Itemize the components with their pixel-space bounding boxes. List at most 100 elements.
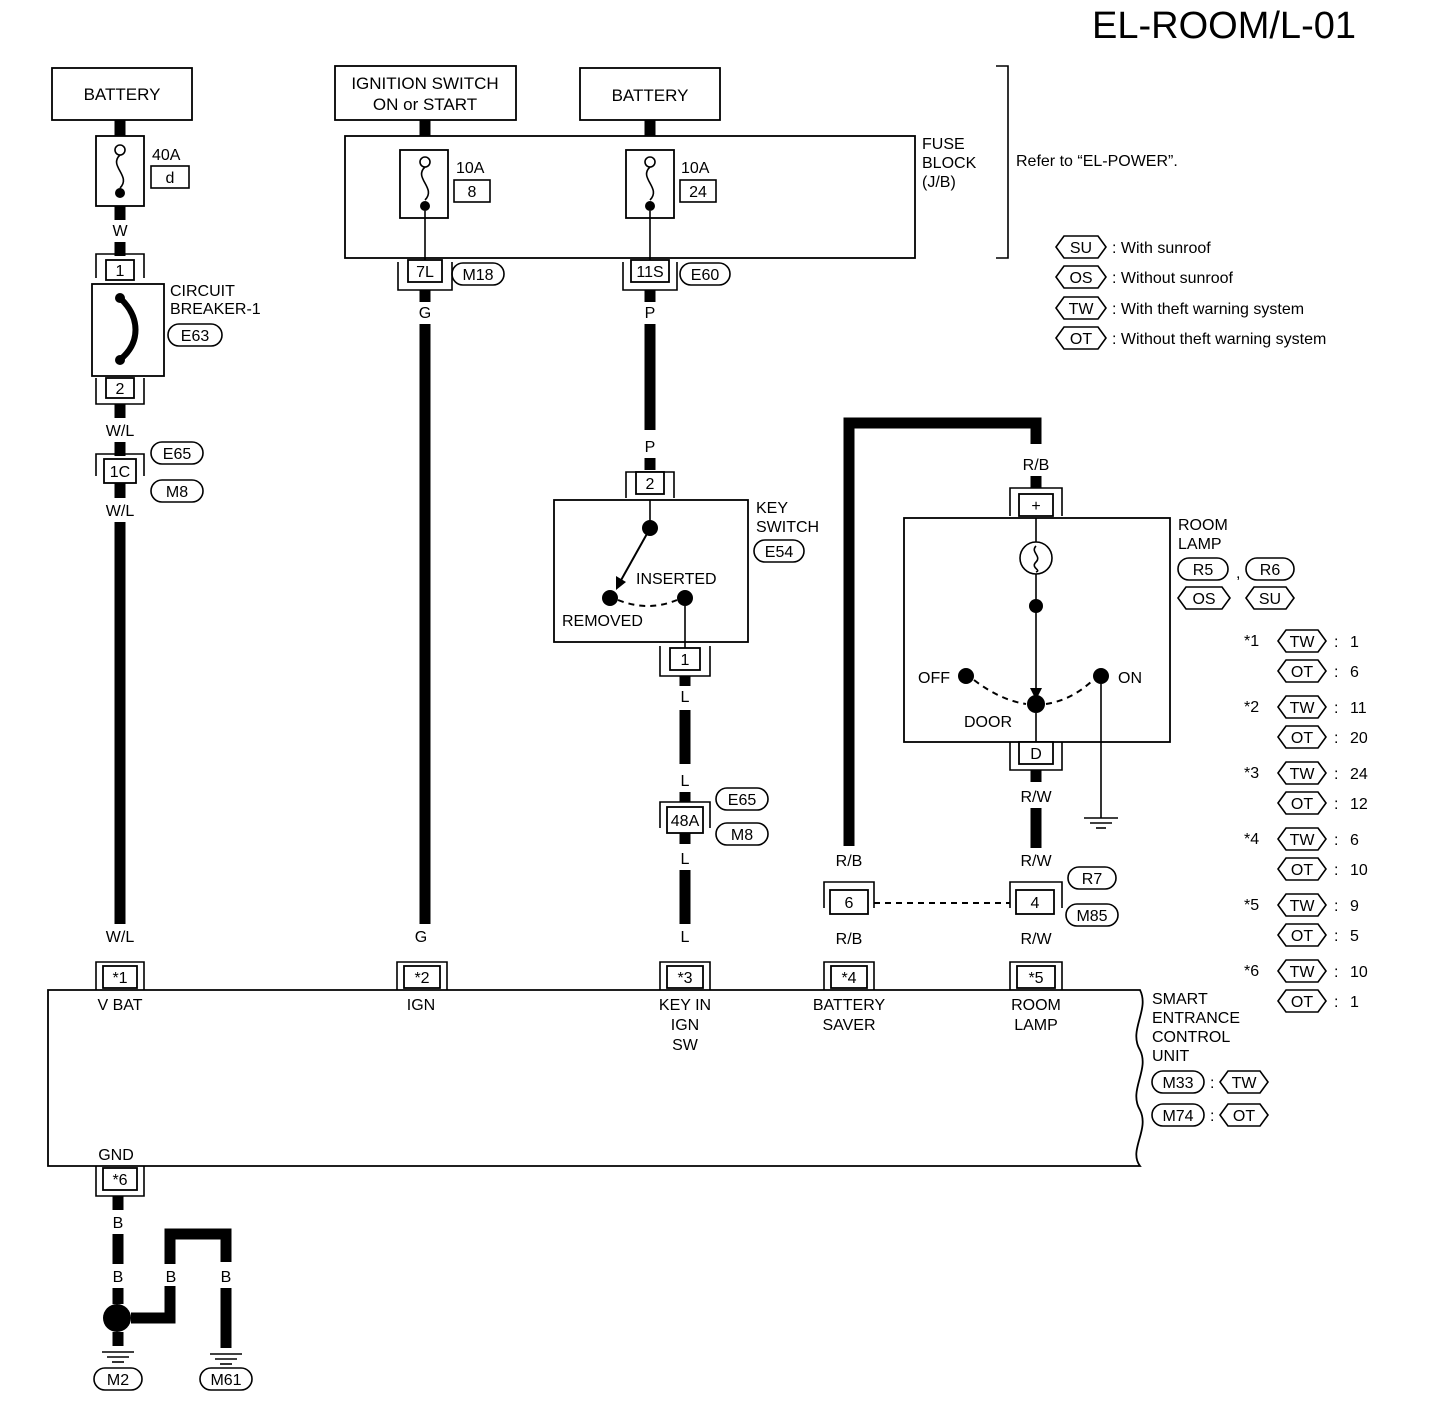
svg-text:TW: TW bbox=[1290, 898, 1316, 915]
svg-text:4: 4 bbox=[1031, 895, 1040, 912]
svg-text:OT: OT bbox=[1291, 862, 1313, 879]
svg-text:INSERTED: INSERTED bbox=[636, 571, 717, 588]
pin-table: *1 TW : 1 OT : 6 *2 TW : 11 OT : 20 *3 T… bbox=[1244, 629, 1368, 1013]
svg-text:LAMP: LAMP bbox=[1178, 536, 1222, 553]
svg-text:TW: TW bbox=[1232, 1075, 1258, 1092]
svg-text:BLOCK: BLOCK bbox=[922, 155, 977, 172]
svg-text:OT: OT bbox=[1291, 994, 1313, 1011]
svg-text:M33: M33 bbox=[1162, 1075, 1193, 1092]
wire-label-l-4: L bbox=[681, 929, 690, 946]
wire-label-rw-3: R/W bbox=[1020, 931, 1052, 948]
svg-text::: : bbox=[1334, 994, 1338, 1011]
svg-text:*1: *1 bbox=[1244, 633, 1259, 650]
svg-text:OT: OT bbox=[1070, 331, 1092, 348]
svg-text:CONTROL: CONTROL bbox=[1152, 1029, 1230, 1046]
svg-text:OT: OT bbox=[1291, 664, 1313, 681]
legend-ot: OT : Without theft warning system bbox=[1055, 326, 1326, 350]
svg-text:*3: *3 bbox=[677, 970, 692, 987]
svg-text:M8: M8 bbox=[166, 484, 188, 501]
svg-text:E65: E65 bbox=[728, 792, 757, 809]
svg-text:ON or START: ON or START bbox=[373, 95, 477, 114]
wire-label-wl-2: W/L bbox=[106, 503, 135, 520]
fuse-block: 10A 8 10A 24 FUSE BLOCK (J/B) bbox=[344, 135, 977, 262]
svg-text:+: + bbox=[1031, 498, 1040, 515]
svg-text:IGNITION SWITCH: IGNITION SWITCH bbox=[351, 74, 498, 93]
svg-text:TW: TW bbox=[1290, 964, 1316, 981]
svg-text:M8: M8 bbox=[731, 827, 753, 844]
svg-text:6: 6 bbox=[1350, 664, 1359, 681]
svg-text:12: 12 bbox=[1350, 796, 1368, 813]
svg-text:24: 24 bbox=[689, 184, 707, 201]
svg-text:GND: GND bbox=[98, 1147, 134, 1164]
svg-text:LAMP: LAMP bbox=[1014, 1017, 1058, 1034]
svg-text:d: d bbox=[166, 170, 175, 187]
wire-label-wl-3: W/L bbox=[106, 929, 135, 946]
svg-text:5: 5 bbox=[1350, 928, 1359, 945]
unit-pin-room-lamp: *5 ROOM LAMP bbox=[1009, 961, 1063, 1034]
svg-text:: With sunroof: : With sunroof bbox=[1112, 240, 1211, 257]
svg-text:1: 1 bbox=[681, 652, 690, 669]
svg-text:SW: SW bbox=[672, 1037, 699, 1054]
wire-label-l-2: L bbox=[681, 773, 690, 790]
svg-text:OT: OT bbox=[1291, 796, 1313, 813]
svg-text::: : bbox=[1334, 964, 1338, 981]
unit-pin-key: *3 KEY IN IGN SW bbox=[659, 961, 711, 1054]
svg-text:OS: OS bbox=[1192, 591, 1215, 608]
svg-text::: : bbox=[1334, 634, 1338, 651]
svg-text:40A: 40A bbox=[152, 147, 181, 164]
wire-label-rw-1: R/W bbox=[1020, 789, 1052, 806]
wire-label-g-2: G bbox=[415, 929, 427, 946]
svg-text:2: 2 bbox=[116, 381, 125, 398]
svg-text:*5: *5 bbox=[1028, 970, 1043, 987]
svg-text:UNIT: UNIT bbox=[1152, 1048, 1190, 1065]
svg-text:REMOVED: REMOVED bbox=[562, 613, 643, 630]
svg-text:6: 6 bbox=[845, 895, 854, 912]
svg-text:*6: *6 bbox=[112, 1172, 127, 1189]
ignition-switch-box: IGNITION SWITCH ON or START bbox=[334, 65, 517, 121]
svg-text:*5: *5 bbox=[1244, 897, 1259, 914]
wire-label-b-1: B bbox=[113, 1215, 124, 1232]
svg-text:BREAKER-1: BREAKER-1 bbox=[170, 301, 261, 318]
svg-text:R5: R5 bbox=[1193, 562, 1214, 579]
svg-text::: : bbox=[1334, 664, 1338, 681]
svg-text::: : bbox=[1334, 730, 1338, 747]
svg-text:V BAT: V BAT bbox=[97, 997, 142, 1014]
intermediate-connector-6: 6 bbox=[823, 881, 875, 915]
svg-text:TW: TW bbox=[1290, 634, 1316, 651]
svg-text:TW: TW bbox=[1290, 832, 1316, 849]
legend: SU : With sunroof OS : Without sunroof T… bbox=[1055, 235, 1326, 350]
wire-label-rw-2: R/W bbox=[1020, 853, 1052, 870]
legend-os: OS : Without sunroof bbox=[1055, 265, 1234, 289]
pin-row-4: *4 TW : 6 OT : 10 bbox=[1244, 827, 1368, 881]
pin-row-3: *3 TW : 24 OT : 12 bbox=[1244, 761, 1368, 815]
svg-text:M61: M61 bbox=[210, 1372, 241, 1389]
fuse-block-connector-11s: 11S E60 bbox=[622, 259, 731, 291]
wire-label-l-1: L bbox=[681, 689, 690, 706]
unit-pin-vbat: *1 V BAT bbox=[95, 961, 145, 1014]
svg-text:*4: *4 bbox=[841, 970, 856, 987]
svg-text::: : bbox=[1334, 700, 1338, 717]
svg-text:: Without theft warning system: : Without theft warning system bbox=[1112, 331, 1326, 348]
svg-text:ROOM: ROOM bbox=[1178, 517, 1228, 534]
svg-text:,: , bbox=[1236, 565, 1240, 582]
svg-text:48A: 48A bbox=[671, 813, 700, 830]
svg-text:ENTRANCE: ENTRANCE bbox=[1152, 1010, 1240, 1027]
wire-label-wl-1: W/L bbox=[106, 423, 135, 440]
svg-text:R7: R7 bbox=[1082, 871, 1103, 888]
svg-text:E60: E60 bbox=[691, 267, 720, 284]
svg-text:BATTERY: BATTERY bbox=[612, 86, 689, 105]
wire-label-b-4: B bbox=[221, 1269, 232, 1286]
svg-text:*2: *2 bbox=[414, 970, 429, 987]
svg-text:R6: R6 bbox=[1260, 562, 1281, 579]
wire-label-rb-2: R/B bbox=[836, 931, 863, 948]
svg-text:10: 10 bbox=[1350, 964, 1368, 981]
svg-text:OT: OT bbox=[1291, 730, 1313, 747]
svg-text:IGN: IGN bbox=[407, 997, 435, 1014]
svg-text:SU: SU bbox=[1070, 240, 1092, 257]
svg-text:E65: E65 bbox=[163, 446, 192, 463]
joint-connector-48a: 48A E65 M8 bbox=[659, 787, 769, 846]
svg-text:E54: E54 bbox=[765, 544, 794, 561]
svg-text:: Without sunroof: : Without sunroof bbox=[1112, 270, 1234, 287]
svg-text:TW: TW bbox=[1290, 766, 1316, 783]
svg-text:2: 2 bbox=[646, 476, 655, 493]
